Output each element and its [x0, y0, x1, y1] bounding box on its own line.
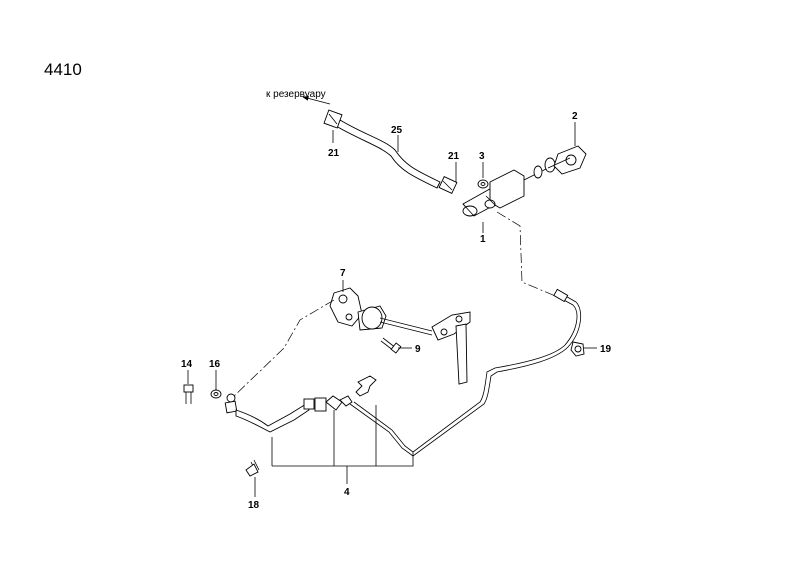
hose-clamp-upper — [323, 109, 343, 129]
callout-19: 19 — [600, 344, 612, 355]
callout-18: 18 — [248, 500, 260, 511]
master-cylinder-flange — [523, 145, 587, 181]
callout-4: 4 — [344, 487, 350, 498]
diagram-number: 4410 — [44, 60, 82, 79]
slave-cylinder — [329, 287, 433, 336]
callout-14: 14 — [181, 359, 193, 370]
reservoir-hose — [335, 119, 441, 189]
nut — [477, 179, 489, 189]
callout-25: 25 — [391, 125, 403, 136]
washer — [210, 389, 222, 399]
callout-21-lower: 21 — [448, 151, 460, 162]
callout-3: 3 — [479, 151, 485, 162]
slave-cylinder-leader — [231, 299, 335, 399]
bracket-screw — [245, 459, 260, 477]
callout-16: 16 — [209, 359, 221, 370]
pipe-leader-upper — [496, 211, 561, 299]
clutch-fork — [431, 311, 471, 385]
flexible-hose — [224, 393, 327, 433]
pipe-fitting-top — [553, 288, 569, 303]
callout-7: 7 — [340, 268, 346, 279]
pipe-bracket — [325, 375, 377, 411]
hose-bolt — [183, 384, 194, 404]
clutch-master-cylinder — [462, 169, 525, 217]
reservoir-note: к резервуару — [266, 89, 326, 100]
pipe-clip — [570, 341, 585, 357]
callout-9: 9 — [415, 344, 421, 355]
clutch-pipe — [353, 297, 578, 453]
hose-clamp-lower — [438, 176, 458, 194]
slave-cylinder-bolt — [380, 337, 402, 354]
part-4-bracket-box — [271, 437, 414, 467]
reservoir-arrow — [302, 96, 331, 105]
clutch-pipe-inner — [349, 293, 582, 457]
callout-21-upper: 21 — [328, 148, 340, 159]
callout-2: 2 — [572, 111, 578, 122]
callout-1: 1 — [480, 234, 486, 245]
